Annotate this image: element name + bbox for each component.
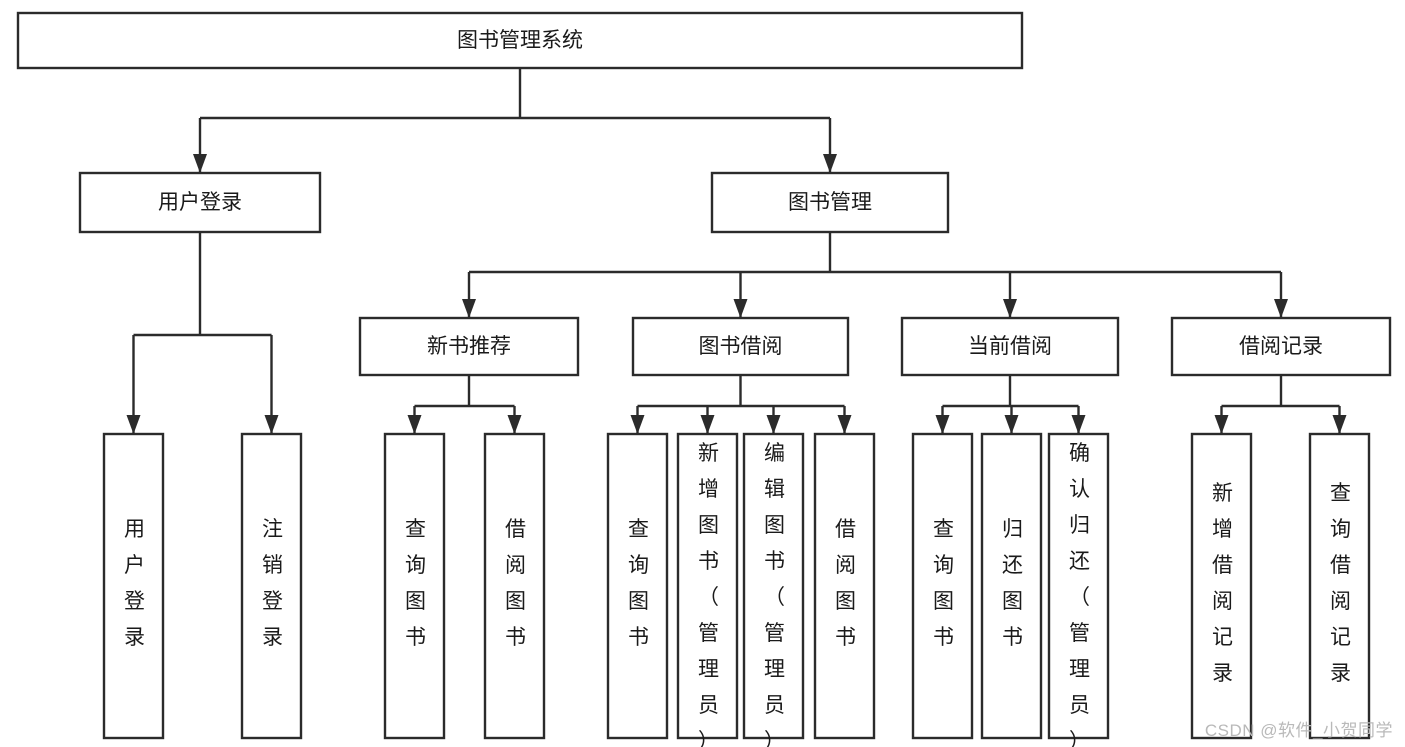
node-l3_1[interactable]: 图书借阅 (631, 316, 850, 377)
connector-group-l2_1 (462, 232, 1288, 318)
node-label-leaf_4: 查询图书 (628, 518, 649, 649)
node-label-leaf_10: 确认归还（管理员） (1069, 442, 1090, 747)
node-box-l3_3[interactable] (1170, 316, 1392, 377)
node-leaf_12[interactable]: 查询借阅记录 (1308, 432, 1371, 740)
node-label-leaf_11: 新增借阅记录 (1212, 482, 1233, 685)
node-label-l2_0: 用户登录 (158, 191, 242, 214)
node-layer: 图书管理系统用户登录图书管理新书推荐图书借阅当前借阅借阅记录用户登录注销登录查询… (16, 11, 1392, 747)
node-leaf_9[interactable]: 归还图书 (980, 432, 1043, 740)
connector-group-l3_2 (935, 375, 1086, 434)
node-l2_0[interactable]: 用户登录 (78, 171, 322, 234)
connector-group-l3_1 (630, 375, 852, 434)
node-box-leaf_11[interactable] (1190, 432, 1253, 740)
node-label-leaf_2: 查询图书 (405, 518, 426, 649)
node-leaf_8[interactable]: 查询图书 (911, 432, 974, 740)
node-box-leaf_9[interactable] (980, 432, 1043, 740)
node-box-leaf_6[interactable] (742, 432, 805, 740)
connector-group-l2_0 (126, 232, 279, 434)
node-label-l3_2: 当前借阅 (968, 335, 1052, 358)
node-label-leaf_8: 查询图书 (933, 518, 954, 649)
node-leaf_3[interactable]: 借阅图书 (483, 432, 546, 740)
node-box-l3_1[interactable] (631, 316, 850, 377)
node-leaf_5[interactable]: 新增图书（管理员） (676, 432, 739, 747)
node-leaf_10[interactable]: 确认归还（管理员） (1047, 432, 1110, 747)
node-label-l3_3: 借阅记录 (1239, 335, 1323, 358)
connector-group-l3_0 (407, 375, 522, 434)
connector-group-root (193, 68, 837, 173)
node-leaf_0[interactable]: 用户登录 (102, 432, 165, 740)
connector-group-l3_3 (1214, 375, 1347, 434)
node-leaf_11[interactable]: 新增借阅记录 (1190, 432, 1253, 740)
node-box-l3_2[interactable] (900, 316, 1120, 377)
node-label-leaf_3: 借阅图书 (505, 518, 526, 649)
node-box-leaf_8[interactable] (911, 432, 974, 740)
node-label-leaf_9: 归还图书 (1002, 518, 1023, 649)
node-root[interactable]: 图书管理系统 (16, 11, 1024, 70)
node-box-leaf_10[interactable] (1047, 432, 1110, 740)
node-box-leaf_3[interactable] (483, 432, 546, 740)
node-label-leaf_6: 编辑图书（管理员） (764, 442, 785, 747)
node-label-l3_1: 图书借阅 (699, 335, 783, 358)
node-box-leaf_1[interactable] (240, 432, 303, 740)
node-box-l2_0[interactable] (78, 171, 322, 234)
node-box-leaf_12[interactable] (1308, 432, 1371, 740)
node-box-leaf_0[interactable] (102, 432, 165, 740)
node-label-root: 图书管理系统 (457, 29, 583, 52)
node-box-leaf_7[interactable] (813, 432, 876, 740)
node-label-leaf_1: 注销登录 (262, 518, 283, 649)
node-leaf_1[interactable]: 注销登录 (240, 432, 303, 740)
node-leaf_2[interactable]: 查询图书 (383, 432, 446, 740)
node-l3_0[interactable]: 新书推荐 (358, 316, 580, 377)
node-box-leaf_2[interactable] (383, 432, 446, 740)
node-label-l3_0: 新书推荐 (427, 335, 511, 358)
node-leaf_4[interactable]: 查询图书 (606, 432, 669, 740)
node-label-leaf_12: 查询借阅记录 (1330, 482, 1351, 685)
node-leaf_6[interactable]: 编辑图书（管理员） (742, 432, 805, 747)
watermark-text: CSDN @软件_小贺同学 (1204, 721, 1393, 740)
node-label-l2_1: 图书管理 (788, 191, 872, 214)
node-label-leaf_7: 借阅图书 (835, 518, 856, 649)
node-l3_2[interactable]: 当前借阅 (900, 316, 1120, 377)
node-box-l2_1[interactable] (710, 171, 950, 234)
node-label-leaf_5: 新增图书（管理员） (698, 442, 719, 747)
node-l2_1[interactable]: 图书管理 (710, 171, 950, 234)
node-l3_3[interactable]: 借阅记录 (1170, 316, 1392, 377)
node-box-root[interactable] (16, 11, 1024, 70)
node-leaf_7[interactable]: 借阅图书 (813, 432, 876, 740)
node-box-l3_0[interactable] (358, 316, 580, 377)
node-label-leaf_0: 用户登录 (124, 518, 145, 649)
node-box-leaf_5[interactable] (676, 432, 739, 740)
edge-layer (126, 68, 1347, 434)
node-box-leaf_4[interactable] (606, 432, 669, 740)
